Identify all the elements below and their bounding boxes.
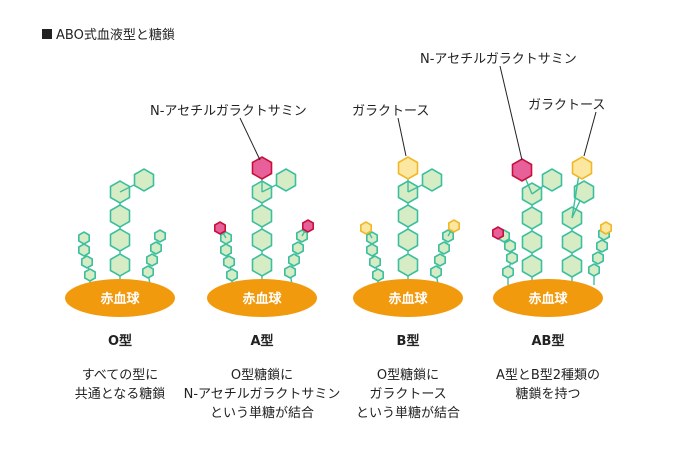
callout-a-n-acetylgalactosamine: N-アセチルガラクトサミン — [150, 104, 307, 119]
desc-b-line-1: O型糖鎖に — [376, 368, 440, 383]
type-a-right-terminal-sugar — [301, 219, 315, 233]
desc-b-line-3: という単糖が結合 — [355, 406, 460, 421]
type-o-right-branch-unit-1 — [142, 265, 154, 279]
desc-a-line-3: という単糖が結合 — [209, 406, 314, 421]
type-o-right-branch-unit-3 — [150, 241, 162, 255]
type-label-o: O型 — [107, 334, 133, 349]
callout-b-galactose: ガラクトース — [352, 104, 430, 119]
type-o-red-blood-cell — [65, 279, 175, 317]
type-a-right-branch-unit-3 — [291, 241, 305, 255]
type-ab-left-top-right-unit — [541, 168, 563, 192]
type-label-ab: AB型 — [531, 334, 565, 349]
type-ab-right-branch-unit-2 — [591, 251, 605, 265]
desc-b: O型糖鎖に ガラクトース という単糖が結合 — [328, 366, 488, 423]
type-a-left-branch-unit-1 — [226, 268, 238, 282]
type-ab-right-top-unit — [573, 180, 595, 204]
type-o-trunk-unit-1 — [109, 253, 131, 277]
desc-o-line-1: すべての型に — [81, 368, 159, 383]
type-ab-left-branch-unit-1 — [501, 265, 515, 279]
type-o-right-branch-unit-4 — [154, 229, 166, 243]
type-b-left-branch-unit-1 — [371, 268, 385, 282]
type-ab-left-trunk-unit-3 — [521, 206, 543, 230]
desc-a: O型糖鎖に N-アセチルガラクトサミン という単糖が結合 — [182, 366, 342, 423]
type-b-red-blood-cell-label: 赤血球 — [388, 291, 428, 307]
type-b-left-branch-unit-2 — [368, 255, 382, 269]
type-o-left-branch-unit-3 — [78, 243, 90, 257]
type-b-right-branch-unit-1 — [429, 265, 443, 279]
type-b-left-terminal-sugar — [359, 221, 373, 235]
type-ab-red-blood-cell — [493, 279, 603, 317]
desc-o-line-2: 共通となる糖鎖 — [74, 387, 166, 402]
type-b-right-branch-unit-2 — [433, 253, 447, 267]
type-a-red-blood-cell-label: 赤血球 — [242, 291, 282, 307]
type-ab-right-trunk-unit-2 — [561, 230, 583, 254]
desc-ab: A型とB型2種類の 糖鎖を持つ — [468, 366, 628, 404]
type-a-right-branch-unit-1 — [283, 265, 297, 279]
type-ab-terminal-b-sugar — [571, 156, 593, 180]
desc-b-line-2: ガラクトース — [369, 387, 447, 402]
diagram-title: ABO式血液型と糖鎖 — [42, 24, 175, 43]
type-a-left-terminal-sugar — [214, 221, 226, 235]
type-b-red-blood-cell — [353, 279, 463, 317]
type-o-right-branch-unit-2 — [146, 253, 158, 267]
type-ab-left-branch-unit-3 — [503, 239, 517, 253]
type-label-b: B型 — [396, 334, 420, 349]
type-b-right-terminal-sugar — [447, 219, 461, 233]
type-ab-left-branch-unit-2 — [505, 251, 519, 265]
type-b-trunk-unit-3 — [397, 204, 419, 228]
type-ab-left-trunk-unit-2 — [521, 230, 543, 254]
type-ab-left-trunk-unit-1 — [521, 254, 543, 278]
type-o-left-branch-unit-1 — [84, 268, 96, 282]
type-b-left-branch-unit-3 — [365, 243, 379, 257]
type-a-red-blood-cell — [207, 279, 317, 317]
type-a-trunk-unit-1 — [251, 253, 273, 277]
type-o-red-blood-cell-label: 赤血球 — [100, 291, 140, 307]
type-ab-right-trunk-unit-1 — [561, 254, 583, 278]
type-o-top-right-unit — [133, 168, 155, 192]
title-square-icon — [42, 28, 52, 39]
type-o-left-branch-unit-2 — [81, 255, 93, 269]
type-ab-red-blood-cell-label: 赤血球 — [528, 291, 568, 307]
desc-a-line-2: N-アセチルガラクトサミン — [183, 387, 341, 402]
type-a-top-right-unit — [275, 168, 297, 192]
callout-ab-galactose: ガラクトース — [528, 98, 606, 113]
callout-ab-b-pointer-line — [583, 111, 597, 157]
type-a-right-branch-unit-2 — [287, 253, 301, 267]
desc-a-line-1: O型糖鎖に — [230, 368, 294, 383]
callout-a-pointer-line — [239, 117, 261, 161]
type-b-top-right-unit — [421, 168, 443, 192]
callout-b-pointer-line — [397, 117, 407, 157]
type-b-terminal-b-sugar — [397, 156, 419, 180]
type-ab-right-branch-unit-3 — [595, 239, 609, 253]
desc-ab-line-2: 糖鎖を持つ — [515, 387, 581, 402]
type-b-trunk-unit-2 — [397, 228, 419, 252]
diagram-title-text: ABO式血液型と糖鎖 — [56, 28, 175, 43]
type-ab-terminal-a-sugar — [511, 158, 533, 182]
type-ab-right-branch-unit-1 — [587, 263, 601, 277]
type-o-trunk-unit-2 — [109, 228, 131, 252]
desc-ab-line-1: A型とB型2種類の — [495, 368, 601, 383]
type-o-left-branch-unit-4 — [78, 231, 90, 245]
type-ab-right-terminal-sugar — [599, 221, 613, 235]
type-ab-left-terminal-sugar — [491, 226, 505, 240]
type-a-trunk-unit-3 — [251, 204, 273, 228]
type-label-a: A型 — [250, 334, 274, 349]
type-a-left-branch-unit-2 — [223, 255, 235, 269]
callout-ab-a-pointer-line — [499, 65, 523, 161]
type-a-terminal-a-sugar — [251, 156, 273, 180]
type-a-left-branch-unit-3 — [220, 243, 232, 257]
type-a-trunk-unit-2 — [251, 228, 273, 252]
type-b-trunk-unit-1 — [397, 253, 419, 277]
type-b-right-branch-unit-3 — [437, 241, 451, 255]
callout-ab-n-acetylgalactosamine: N-アセチルガラクトサミン — [420, 52, 577, 67]
desc-o: すべての型に 共通となる糖鎖 — [40, 366, 200, 404]
type-o-trunk-unit-3 — [109, 204, 131, 228]
